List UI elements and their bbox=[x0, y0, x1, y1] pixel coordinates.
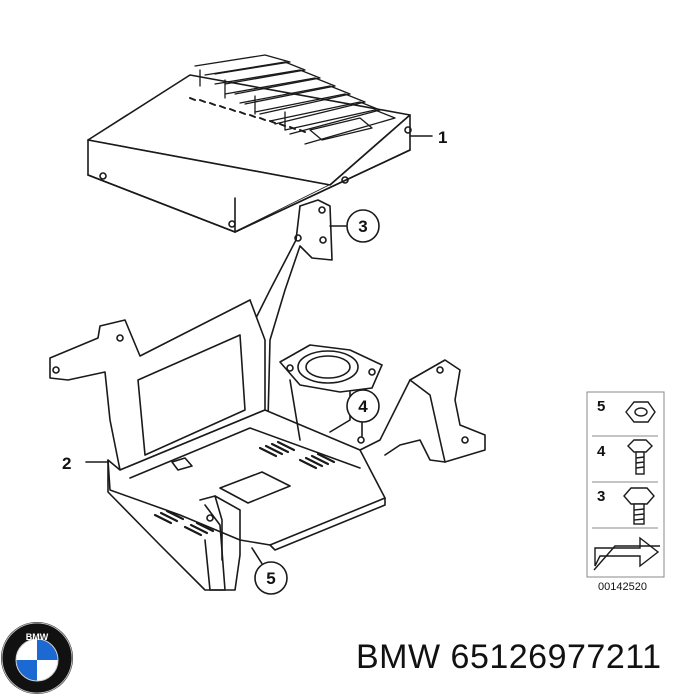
hardware-legend: 5 4 3 bbox=[586, 391, 665, 578]
brand-name: BMW bbox=[356, 638, 441, 676]
amplifier-module-part bbox=[87, 54, 433, 233]
bmw-logo: BMW bbox=[1, 622, 73, 694]
part-number-caption: BMW 65126977211 bbox=[356, 638, 662, 677]
logo-lettering: BMW bbox=[26, 632, 49, 642]
callout-3-label: 3 bbox=[358, 217, 367, 236]
callout-2-label: 2 bbox=[62, 454, 71, 473]
bracket-part bbox=[49, 199, 486, 591]
legend-row-5-number: 5 bbox=[597, 398, 605, 415]
reference-number: 00142520 bbox=[598, 581, 647, 593]
legend-row-4-number: 4 bbox=[597, 443, 606, 460]
callout-4-bubble: 4 bbox=[346, 389, 380, 423]
callout-3-bubble: 3 bbox=[346, 209, 380, 243]
callout-1-label: 1 bbox=[438, 128, 447, 147]
legend-row-3-number: 3 bbox=[597, 488, 605, 505]
nut-icon bbox=[625, 401, 656, 423]
direction-arrow-icon bbox=[593, 536, 660, 571]
callout-4-label: 4 bbox=[358, 397, 368, 416]
bolt-large-icon bbox=[623, 487, 655, 525]
bolt-small-icon bbox=[627, 439, 653, 475]
part-number: 65126977211 bbox=[450, 638, 662, 676]
callout-5-label: 5 bbox=[266, 569, 275, 588]
callout-5-bubble: 5 bbox=[254, 561, 288, 595]
